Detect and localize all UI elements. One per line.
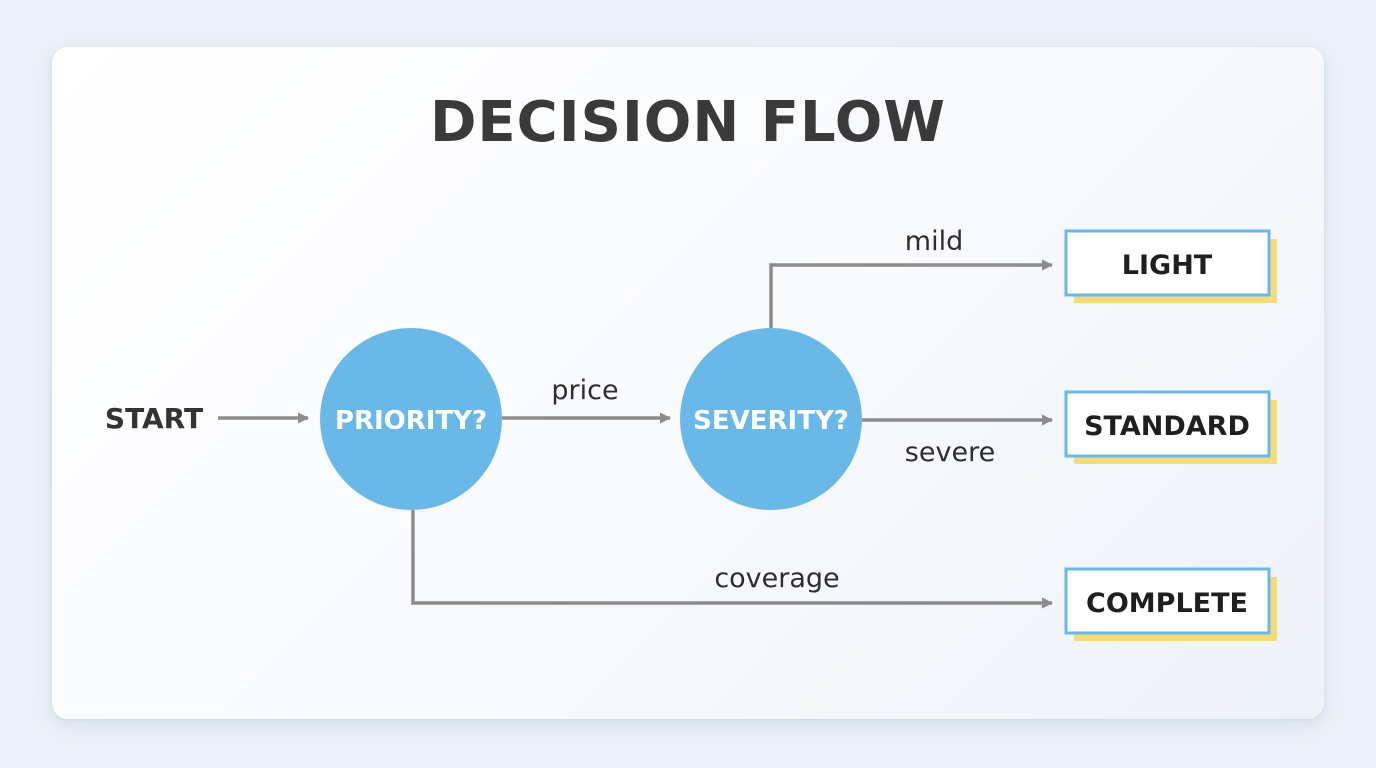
decision-node-priority-label: PRIORITY? [335, 406, 487, 436]
outcome-node-light: LIGHT [1064, 229, 1277, 303]
decision-node-priority-circle [320, 328, 502, 510]
outcome-node-standard-label: STANDARD [1084, 411, 1250, 442]
edges [218, 259, 1054, 609]
edge-label-mild: mild [905, 226, 963, 257]
decision-node-severity-circle [680, 328, 862, 510]
decision-node-severity-label: SEVERITY? [693, 406, 849, 436]
edge-label-price: price [551, 375, 618, 406]
start-label: START [105, 402, 203, 435]
outcome-node-complete-label: COMPLETE [1086, 588, 1248, 619]
edge-priority-to-complete [411, 510, 1054, 609]
decision-node-priority: PRIORITY? [320, 328, 502, 510]
edge-severity-to-light [769, 259, 1054, 328]
decision-node-severity: SEVERITY? [680, 328, 862, 510]
outcome-node-complete: COMPLETE [1064, 567, 1277, 641]
outcome-node-light-label: LIGHT [1122, 250, 1213, 281]
outcome-node-standard-box [1064, 390, 1271, 458]
outcome-node-light-box [1064, 229, 1271, 297]
diagram-title: DECISION FLOW [429, 90, 947, 155]
outcome-node-standard: STANDARD [1064, 390, 1277, 464]
edge-label-severe: severe [905, 437, 995, 468]
outcome-node-complete-box [1064, 567, 1271, 635]
edge-label-coverage: coverage [714, 563, 839, 594]
